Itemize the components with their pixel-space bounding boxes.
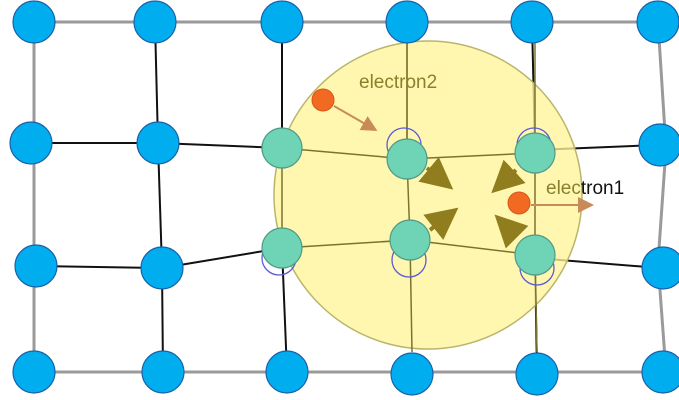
ion-displaced [261, 127, 303, 169]
ion [385, 0, 429, 44]
arrow-icon [423, 207, 459, 240]
ion [136, 121, 180, 165]
ion [265, 350, 309, 394]
ion [141, 350, 185, 394]
ion [14, 244, 58, 288]
ion [133, 0, 177, 44]
electron-cloud [273, 40, 583, 350]
ion-displaced [386, 138, 428, 180]
ion [260, 0, 304, 44]
electrons [311, 88, 594, 215]
ion-displaced [514, 234, 556, 276]
ion [9, 121, 53, 165]
ion [12, 0, 56, 44]
ion [641, 246, 679, 290]
ion [515, 352, 559, 396]
arrow-icon [418, 156, 454, 190]
ion [140, 246, 184, 290]
lattice-ions [9, 0, 679, 396]
arrow-icon [494, 214, 529, 249]
ion [390, 352, 434, 396]
electron2 [311, 88, 335, 112]
ion-displaced [389, 219, 431, 261]
ion-displaced [261, 227, 303, 269]
arrow-icon [491, 159, 526, 194]
ion [636, 0, 679, 44]
electron2-label: electron2 [359, 72, 437, 93]
ion [510, 0, 554, 44]
ion [12, 350, 56, 394]
electron1-label: electron1 [546, 178, 624, 199]
electron1 [507, 191, 531, 215]
electron2-velocity-arrow [333, 105, 378, 131]
ion [638, 123, 679, 167]
ion-displaced [514, 132, 556, 174]
ion-displacement-arrows [418, 156, 529, 249]
electron1-label-main: tron1 [581, 178, 624, 199]
ion [641, 350, 679, 394]
electron1-label-faded: elec [546, 178, 581, 199]
